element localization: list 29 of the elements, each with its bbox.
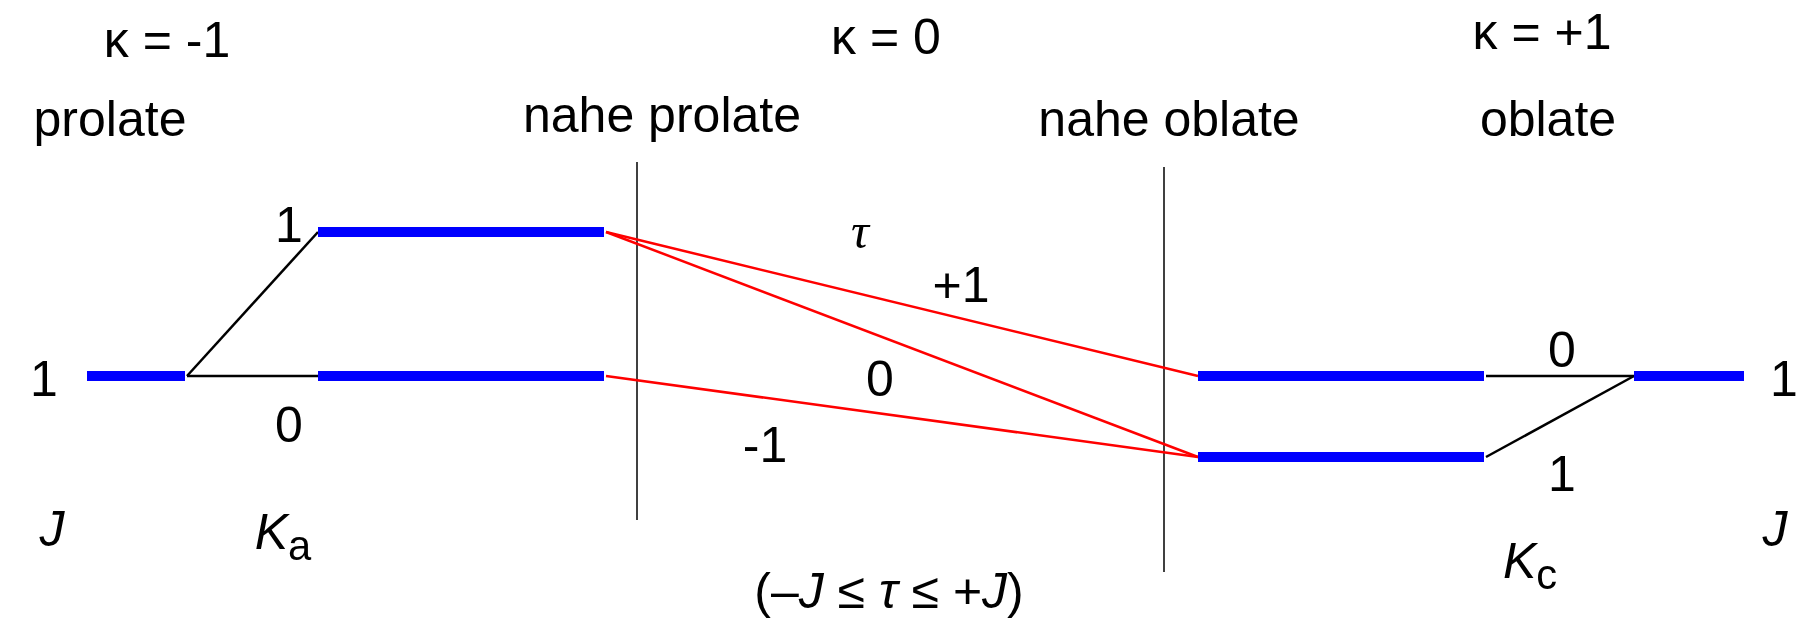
edge-label: 1 — [1548, 449, 1576, 499]
axis-symbol: K$_{c}$ — [1502, 536, 1558, 596]
correlation-line — [605, 230, 1199, 378]
quantum-number: 1 — [1770, 354, 1798, 404]
quantum-number: 1 — [30, 354, 58, 404]
correlation-line — [605, 230, 1199, 459]
correlation-line — [1486, 374, 1634, 378]
correlation-line — [1485, 374, 1635, 459]
axis-symbol: K$_{a}$ — [254, 507, 312, 567]
axis-symbol: J — [1762, 504, 1788, 554]
kappa-label: κ = 0 — [831, 12, 941, 62]
correlation-line — [187, 374, 318, 378]
edge-label: 0 — [866, 354, 894, 404]
axis-symbol: J — [39, 504, 65, 554]
edge-label: -1 — [742, 420, 788, 470]
edge-label: 1 — [275, 200, 303, 250]
kappa-label: κ = -1 — [103, 15, 231, 65]
shape-label: oblate — [1479, 94, 1617, 144]
range-note: (–J ≤ τ ≤ +J) — [754, 566, 1024, 616]
shape-label: nahe prolate — [523, 90, 801, 140]
edge-label: +1 — [932, 260, 990, 310]
kappa-label: κ = +1 — [1472, 7, 1612, 57]
shape-label: prolate — [33, 94, 187, 144]
correlation-line — [186, 231, 319, 377]
edge-label: 0 — [275, 400, 303, 450]
shape-label: nahe oblate — [1038, 94, 1300, 144]
correlation-line — [605, 374, 1199, 459]
edge-label: 0 — [1548, 325, 1576, 375]
tau-symbol: τ — [851, 206, 869, 256]
